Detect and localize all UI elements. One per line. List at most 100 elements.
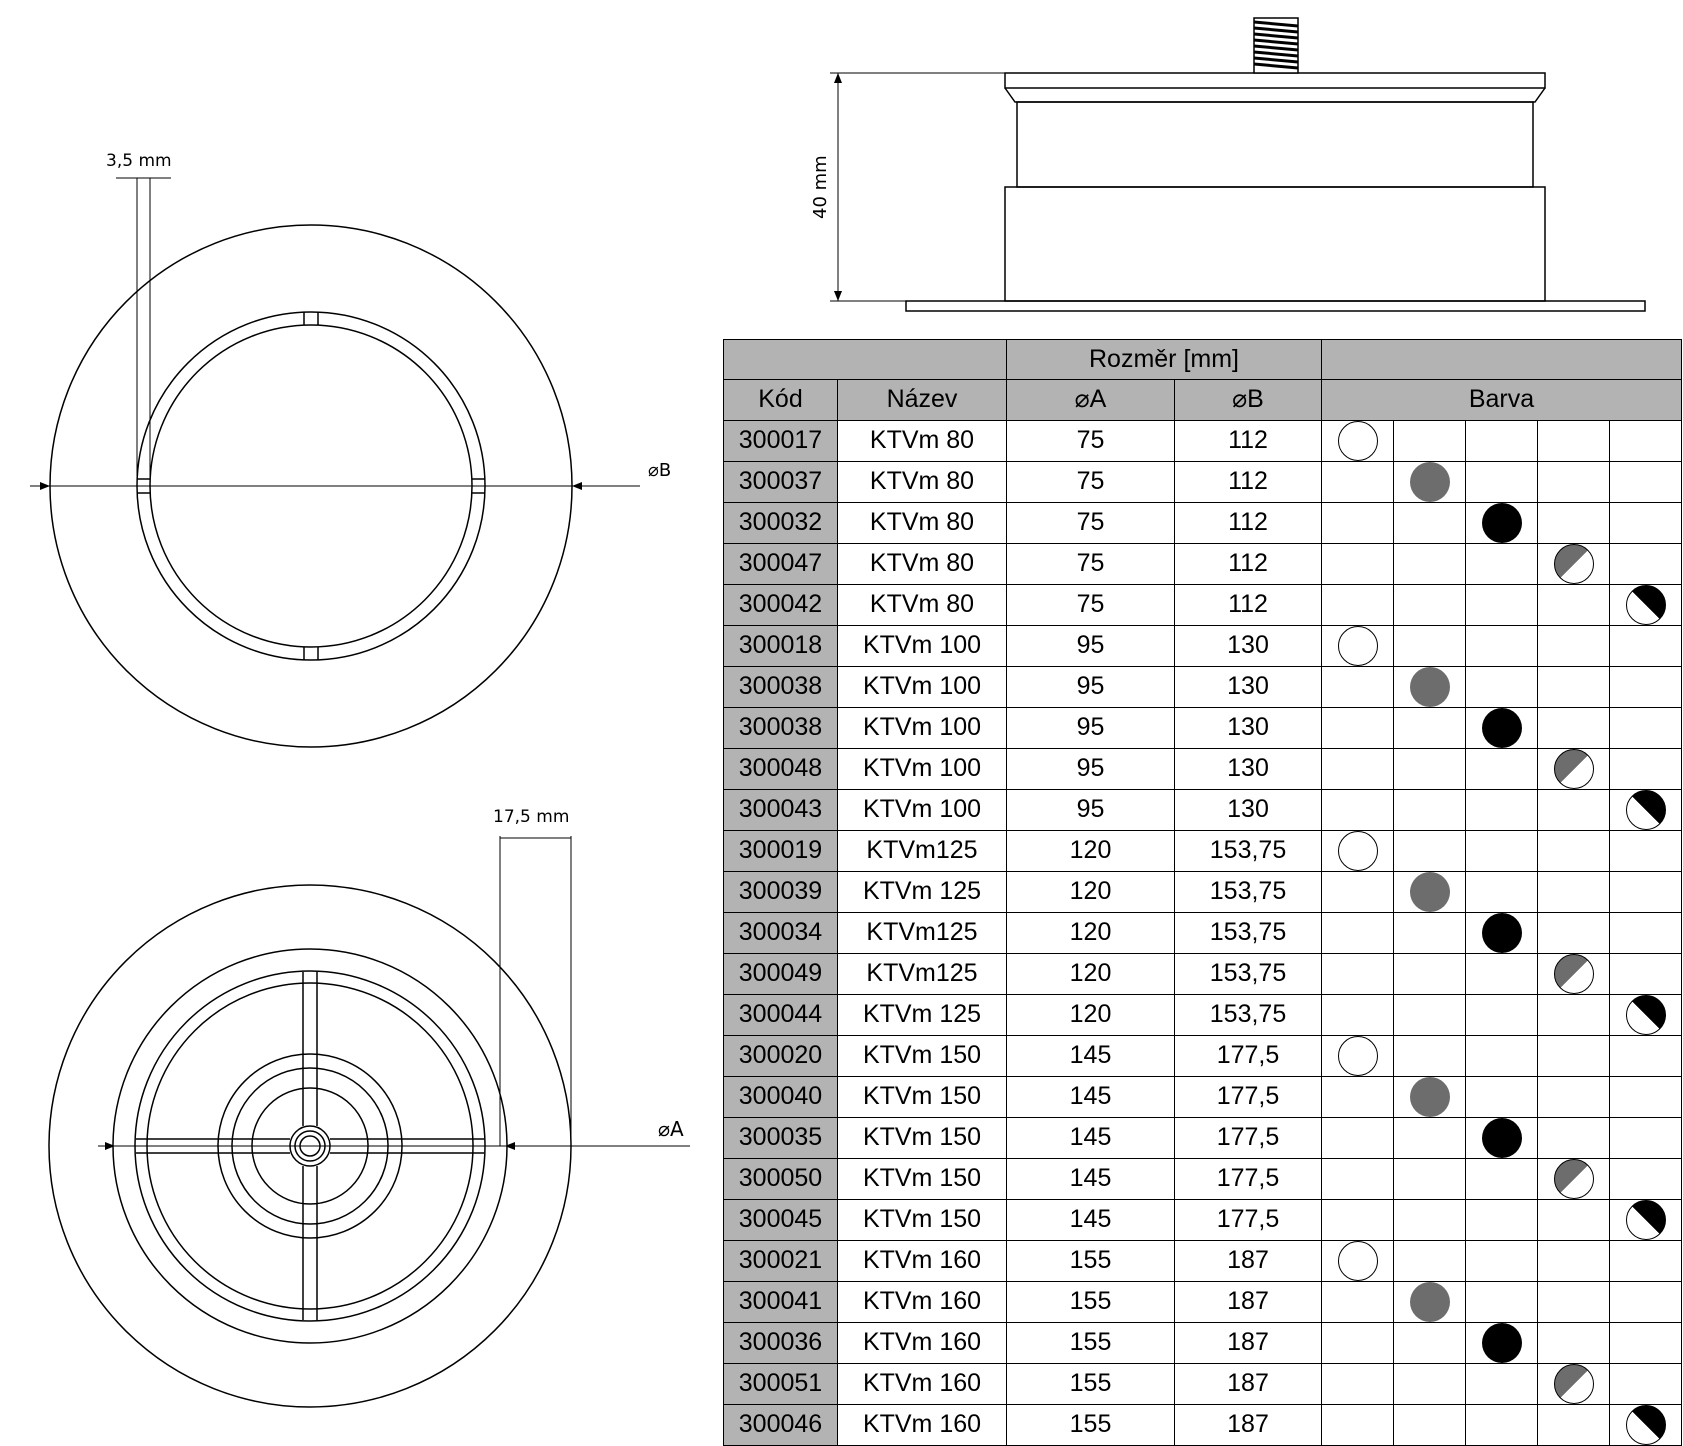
table-header-row-2: Kód Název ⌀A ⌀B Barva bbox=[723, 379, 1682, 421]
color-cell bbox=[1393, 706, 1466, 749]
color-cell bbox=[1537, 1362, 1610, 1405]
cell-code: 300036 bbox=[723, 1321, 838, 1364]
white-swatch-icon bbox=[1337, 1240, 1378, 1281]
color-cell bbox=[1537, 829, 1610, 872]
cell-name: KTVm 160 bbox=[837, 1321, 1007, 1364]
color-cell bbox=[1393, 1403, 1466, 1446]
cell-name: KTVm 100 bbox=[837, 747, 1007, 790]
cell-a: 120 bbox=[1006, 870, 1175, 913]
cell-a: 120 bbox=[1006, 993, 1175, 1036]
cell-b: 177,5 bbox=[1174, 1157, 1322, 1200]
color-cell bbox=[1609, 706, 1682, 749]
cell-name: KTVm 80 bbox=[837, 460, 1007, 503]
halfblack-swatch-icon bbox=[1625, 1199, 1666, 1240]
color-cell bbox=[1465, 952, 1538, 995]
grey-swatch-icon bbox=[1409, 1076, 1450, 1117]
diameter-a-label: ⌀A bbox=[658, 1117, 684, 1141]
cell-code: 300043 bbox=[723, 788, 838, 831]
cell-a: 145 bbox=[1006, 1034, 1175, 1077]
color-cell bbox=[1609, 747, 1682, 790]
cell-name: KTVm 150 bbox=[837, 1034, 1007, 1077]
color-cell bbox=[1393, 419, 1466, 462]
color-cell bbox=[1321, 952, 1394, 995]
color-cell bbox=[1465, 1116, 1538, 1159]
color-cell bbox=[1609, 788, 1682, 831]
color-cell bbox=[1537, 788, 1610, 831]
color-cell bbox=[1465, 1280, 1538, 1323]
color-cell bbox=[1609, 993, 1682, 1036]
cell-name: KTVm 80 bbox=[837, 419, 1007, 462]
color-cell bbox=[1321, 788, 1394, 831]
cell-code: 300047 bbox=[723, 542, 838, 585]
cell-name: KTVm125 bbox=[837, 829, 1007, 872]
cell-a: 95 bbox=[1006, 706, 1175, 749]
color-cell bbox=[1465, 706, 1538, 749]
threaded-stud bbox=[1253, 17, 1299, 74]
cell-name: KTVm 150 bbox=[837, 1116, 1007, 1159]
color-cell bbox=[1321, 1198, 1394, 1241]
color-cell bbox=[1609, 1239, 1682, 1282]
diameter-b-label: ⌀B bbox=[648, 460, 671, 481]
color-cell bbox=[1537, 993, 1610, 1036]
cell-b: 187 bbox=[1174, 1321, 1322, 1364]
color-cell bbox=[1537, 870, 1610, 913]
cell-name: KTVm 150 bbox=[837, 1198, 1007, 1241]
white-swatch-icon bbox=[1337, 830, 1378, 871]
halfblack-swatch-icon bbox=[1625, 789, 1666, 830]
header-a: ⌀A bbox=[1006, 379, 1175, 421]
cell-a: 95 bbox=[1006, 788, 1175, 831]
cell-a: 95 bbox=[1006, 747, 1175, 790]
color-cell bbox=[1321, 665, 1394, 708]
halfblack-swatch-icon bbox=[1625, 1404, 1666, 1445]
color-cell bbox=[1321, 1157, 1394, 1200]
color-cell bbox=[1537, 952, 1610, 995]
cell-code: 300020 bbox=[723, 1034, 838, 1077]
cell-b: 187 bbox=[1174, 1239, 1322, 1282]
cell-b: 177,5 bbox=[1174, 1075, 1322, 1118]
cell-a: 145 bbox=[1006, 1116, 1175, 1159]
color-cell bbox=[1609, 665, 1682, 708]
cell-b: 177,5 bbox=[1174, 1198, 1322, 1241]
color-cell bbox=[1465, 419, 1538, 462]
cell-code: 300049 bbox=[723, 952, 838, 995]
color-cell bbox=[1393, 501, 1466, 544]
color-cell bbox=[1393, 788, 1466, 831]
cell-code: 300037 bbox=[723, 460, 838, 503]
halfgrey-swatch-icon bbox=[1553, 1363, 1594, 1404]
color-cell bbox=[1465, 911, 1538, 954]
color-cell bbox=[1465, 1239, 1538, 1282]
cell-code: 300040 bbox=[723, 1075, 838, 1118]
cell-code: 300021 bbox=[723, 1239, 838, 1282]
color-cell bbox=[1609, 460, 1682, 503]
color-cell bbox=[1537, 501, 1610, 544]
halfgrey-swatch-icon bbox=[1553, 1158, 1594, 1199]
cell-a: 155 bbox=[1006, 1239, 1175, 1282]
white-swatch-icon bbox=[1337, 625, 1378, 666]
color-cell bbox=[1393, 665, 1466, 708]
rim-width-label: 17,5 mm bbox=[493, 807, 569, 827]
cell-name: KTVm 80 bbox=[837, 583, 1007, 626]
color-cell bbox=[1393, 1075, 1466, 1118]
grey-swatch-icon bbox=[1409, 1281, 1450, 1322]
halfgrey-swatch-icon bbox=[1553, 953, 1594, 994]
color-cell bbox=[1465, 1034, 1538, 1077]
cell-a: 75 bbox=[1006, 419, 1175, 462]
cell-code: 300048 bbox=[723, 747, 838, 790]
color-cell bbox=[1393, 460, 1466, 503]
halfgrey-swatch-icon bbox=[1553, 543, 1594, 584]
cell-code: 300050 bbox=[723, 1157, 838, 1200]
cell-name: KTVm 100 bbox=[837, 788, 1007, 831]
cell-a: 75 bbox=[1006, 583, 1175, 626]
cell-b: 130 bbox=[1174, 788, 1322, 831]
cell-name: KTVm125 bbox=[837, 911, 1007, 954]
cell-a: 145 bbox=[1006, 1157, 1175, 1200]
body-lower bbox=[1004, 186, 1546, 302]
color-cell bbox=[1465, 788, 1538, 831]
